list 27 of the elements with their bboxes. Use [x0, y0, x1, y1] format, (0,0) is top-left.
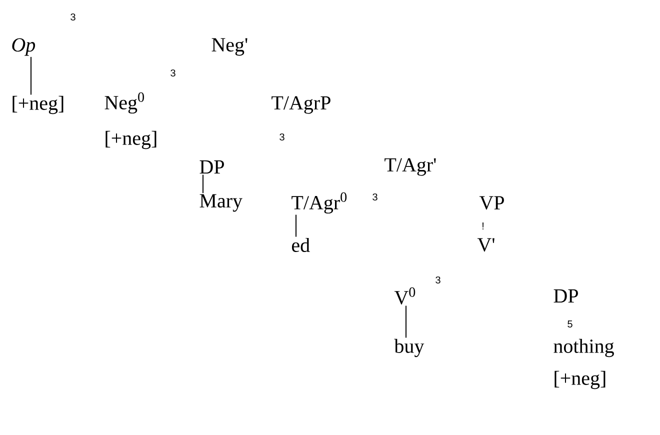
tree-glyph: 3	[372, 193, 378, 201]
tree-label: VP	[479, 196, 504, 210]
tree-label: T/Agr$^{0}$	[292, 192, 347, 214]
tree-glyph: 3	[70, 13, 76, 21]
tree-label: nothing	[554, 338, 614, 358]
branch-line	[30, 56, 32, 96]
tree-label: V'	[477, 238, 494, 252]
tree-glyph: 5	[568, 320, 572, 328]
tree-label: Mary	[200, 194, 242, 212]
tree-label: Op	[12, 38, 36, 56]
tree-label: V$^{0}$	[394, 287, 416, 305]
tree-glyph: !	[482, 222, 484, 230]
tree-glyph: 3	[170, 69, 176, 77]
tree-label: ed	[292, 238, 310, 252]
tree-label: T/Agr'	[384, 158, 436, 176]
tree-label: Neg$^{0}$	[104, 92, 144, 114]
tree-glyph: 3	[436, 276, 440, 284]
branch-line	[202, 174, 204, 194]
tree-glyph: 3	[280, 133, 284, 141]
tree-label: DP	[200, 160, 224, 174]
tree-label: [+neg]	[106, 130, 156, 150]
tree-label: [+neg]	[12, 96, 64, 114]
tree-label: Neg'	[212, 38, 248, 56]
tree-label: buy	[394, 338, 424, 358]
tree-label: DP	[554, 289, 578, 303]
tree-label: [+neg]	[554, 370, 606, 390]
tree-label: T/AgrP	[272, 96, 330, 114]
